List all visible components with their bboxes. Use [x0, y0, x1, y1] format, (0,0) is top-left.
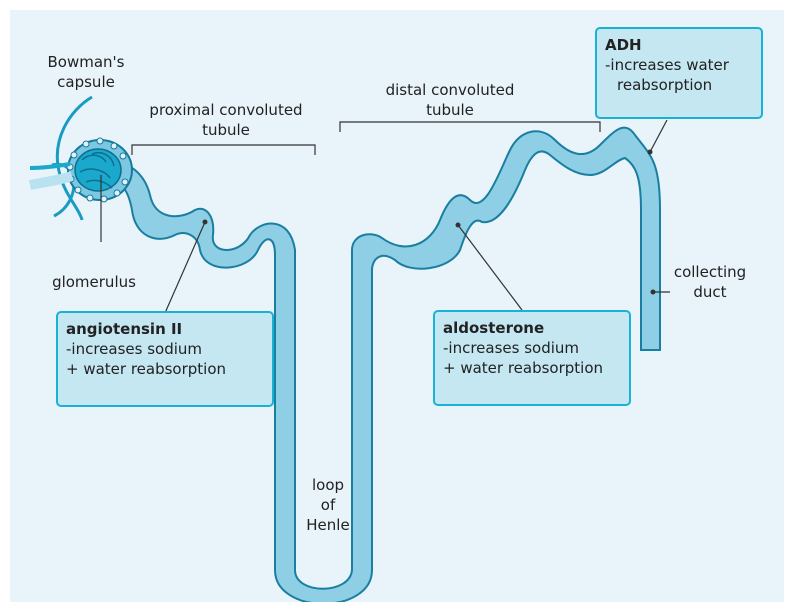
bowmans-capsule-label: Bowman's capsule	[46, 52, 126, 92]
collecting-line-2: duct	[693, 283, 727, 301]
angiotensin-pointer	[164, 221, 206, 314]
capsule-cells	[66, 137, 129, 203]
distal-bracket	[339, 121, 601, 132]
proximal-line-2: tubule	[202, 121, 250, 139]
distal-tubule-label: distal convoluted tubule	[370, 80, 530, 120]
collecting-duct-dot	[650, 289, 656, 295]
aldosterone-effect-1: -increases sodium	[443, 339, 580, 357]
loop-line-3: Henle	[306, 516, 350, 534]
adh-effect-2: reabsorption	[617, 76, 713, 94]
adh-dot	[647, 149, 653, 155]
angiotensin-title: angiotensin II	[66, 320, 183, 338]
aldosterone-title: aldosterone	[443, 319, 545, 337]
afferent-vessel	[29, 171, 74, 190]
loop-line-2: of	[320, 496, 336, 514]
aldosterone-effect-2: + water reabsorption	[443, 359, 604, 377]
proximal-tubule-label: proximal convoluted tubule	[140, 100, 312, 140]
angiotensin-box: angiotensin II -increases sodium + water…	[56, 311, 274, 407]
adh-title: ADH	[605, 36, 642, 54]
nephron-diagram: Bowman's capsule proximal convoluted tub…	[10, 10, 784, 602]
aldosterone-box: aldosterone -increases sodium + water re…	[433, 310, 631, 406]
angiotensin-effect-1: -increases sodium	[66, 340, 203, 358]
angiotensin-dot	[202, 219, 208, 225]
loop-of-henle-label: loop of Henle	[303, 475, 353, 535]
angiotensin-effect-2: + water reabsorption	[66, 360, 227, 378]
glomerulus-label: glomerulus	[52, 273, 136, 291]
proximal-line-1: proximal convoluted	[149, 101, 303, 119]
collecting-line-1: collecting	[673, 263, 747, 281]
distal-line-2: tubule	[426, 101, 474, 119]
adh-effect-1: -increases water	[605, 56, 729, 74]
bowmans-line-1: Bowman's	[47, 53, 125, 71]
efferent-vessel	[29, 162, 71, 170]
bowmans-line-2: capsule	[57, 73, 115, 91]
tubule-outline	[104, 126, 661, 602]
nephron-drawing	[29, 95, 670, 602]
proximal-bracket	[131, 144, 316, 155]
adh-box: ADH -increases water reabsorption	[595, 27, 763, 119]
collecting-duct-label: collecting duct	[670, 262, 750, 302]
aldosterone-pointer	[457, 224, 523, 311]
aldosterone-dot	[455, 222, 461, 228]
adh-pointer	[649, 119, 668, 153]
distal-line-1: distal convoluted	[385, 81, 515, 99]
loop-line-1: loop	[311, 476, 345, 494]
